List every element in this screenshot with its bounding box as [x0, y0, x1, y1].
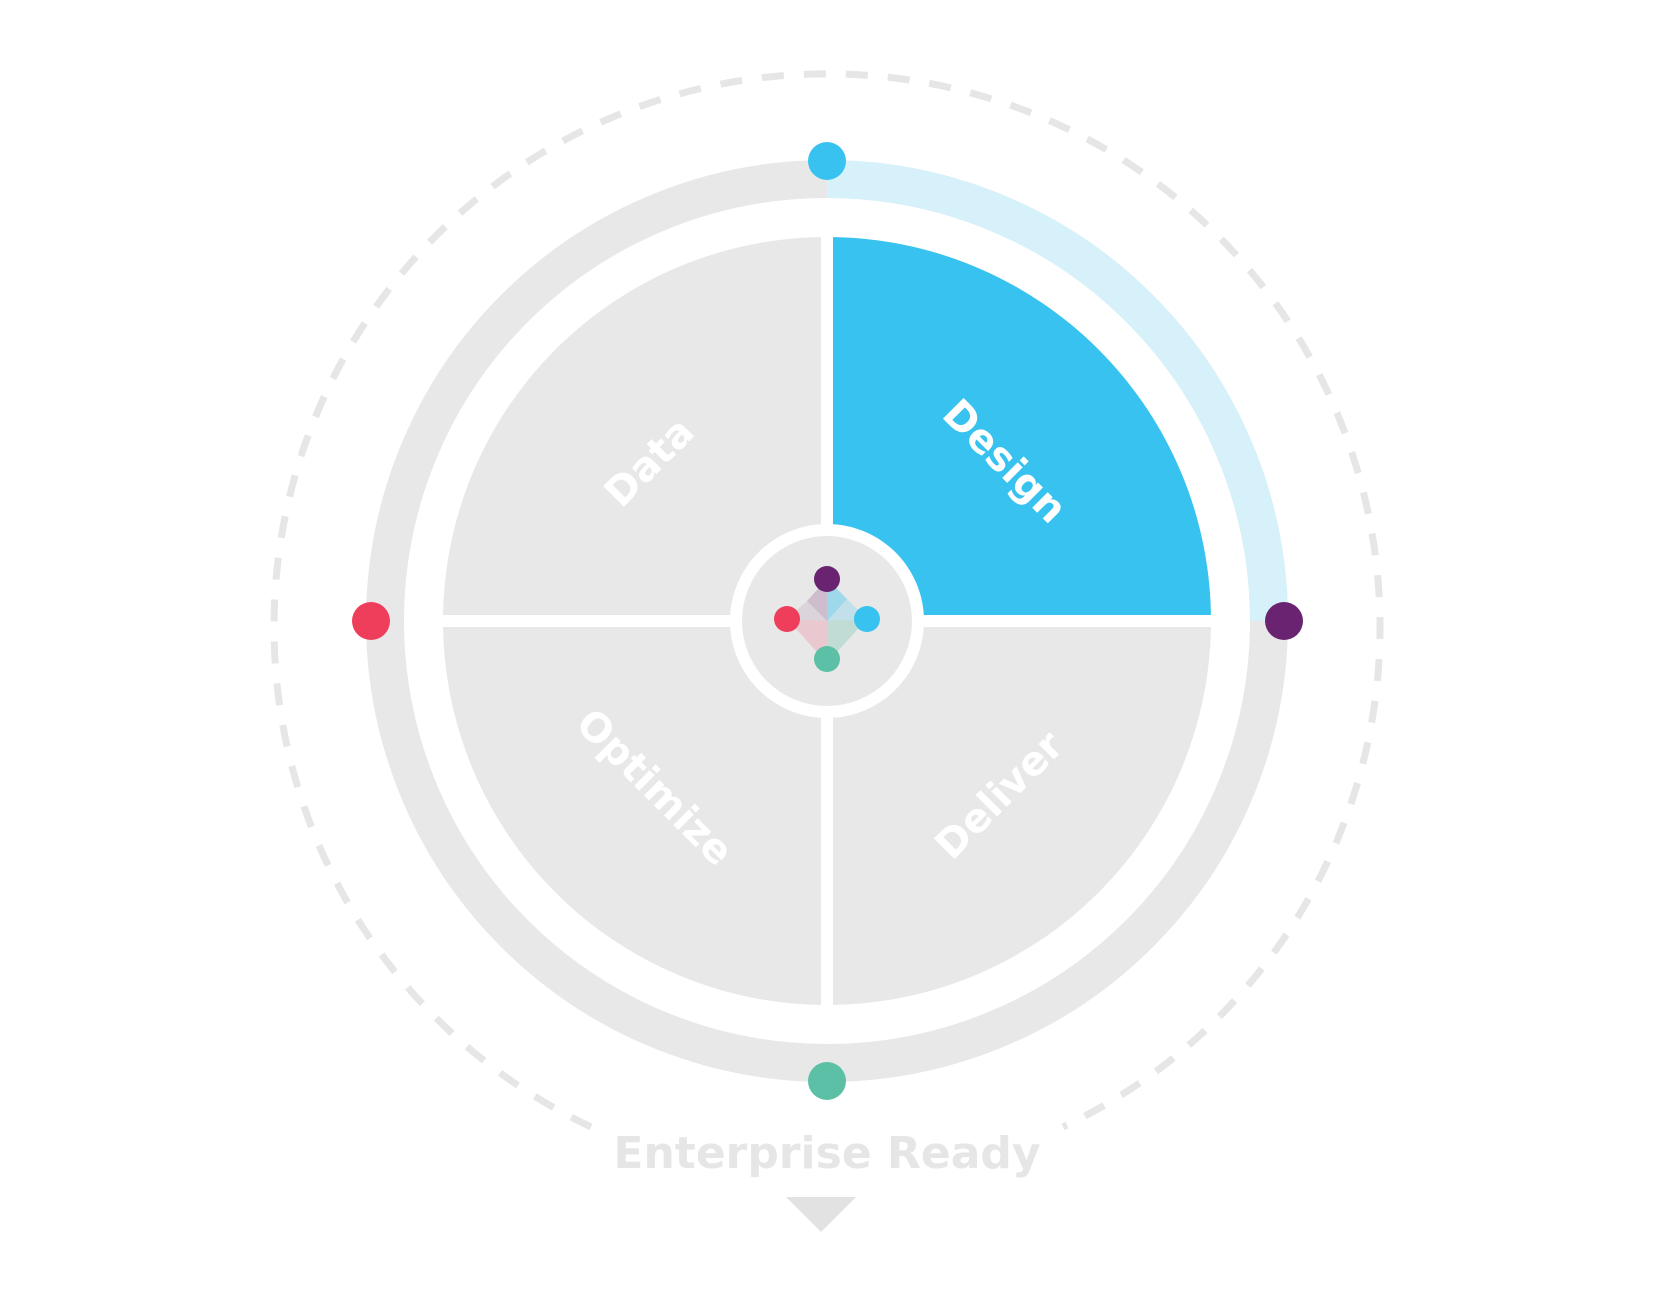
- triangle-down-icon[interactable]: [786, 1197, 856, 1232]
- center-hub[interactable]: [742, 536, 912, 706]
- marker-top-blue[interactable]: [808, 142, 846, 180]
- marker-right-purple[interactable]: [1265, 602, 1303, 640]
- quadrant-deliver[interactable]: [827, 621, 1211, 1005]
- marker-bottom-green[interactable]: [808, 1062, 846, 1100]
- logo-dot-blue: [854, 606, 880, 632]
- diamond-dots-logo-icon: [774, 566, 880, 672]
- marker-left-red[interactable]: [352, 602, 390, 640]
- quadrant-design[interactable]: [827, 237, 1211, 621]
- logo-dot-green: [814, 646, 840, 672]
- quadrant-data[interactable]: [443, 237, 827, 621]
- logo-dot-red: [774, 606, 800, 632]
- logo-dot-purple: [814, 566, 840, 592]
- progress-arc: [826, 160, 1288, 622]
- quadrant-optimize[interactable]: [443, 621, 827, 1005]
- enterprise-ready-label: Enterprise Ready: [613, 1128, 1040, 1179]
